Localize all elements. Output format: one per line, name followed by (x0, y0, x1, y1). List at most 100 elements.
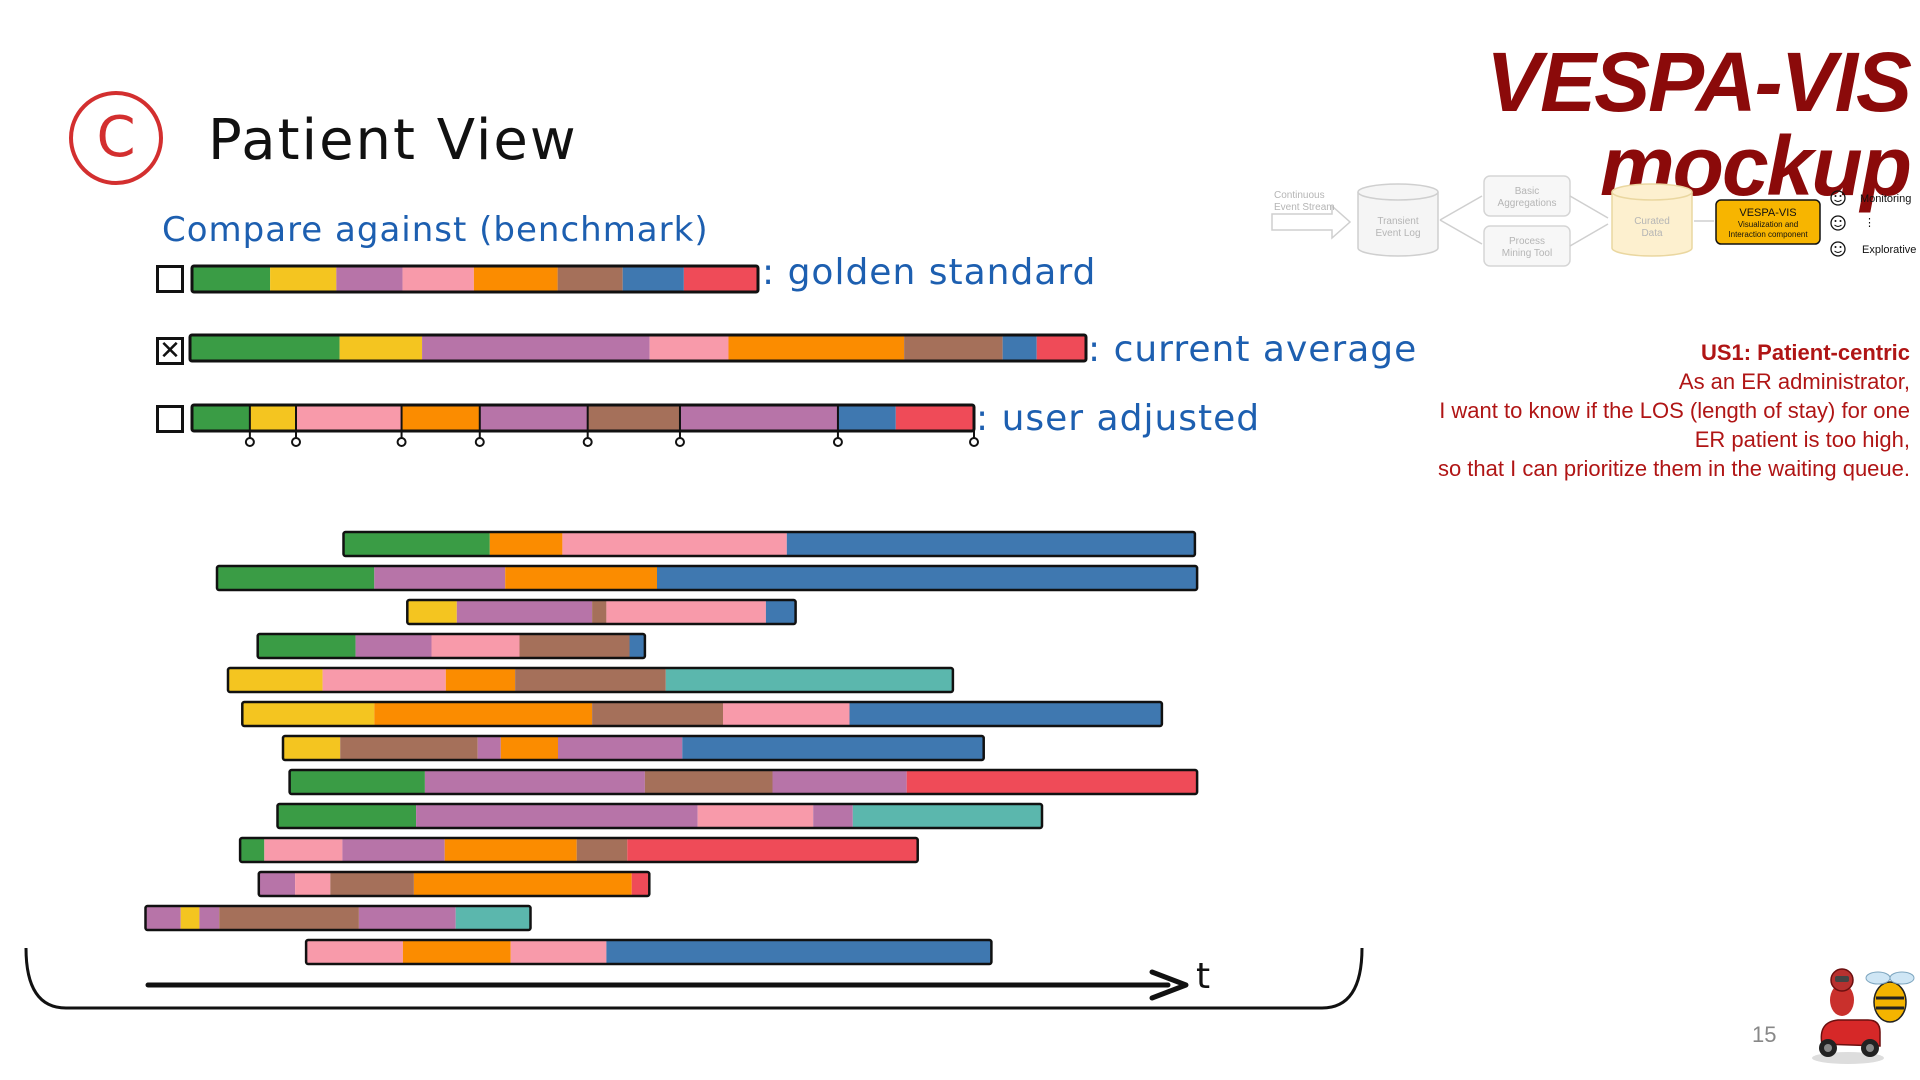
benchmark-segment (1036, 335, 1086, 361)
patient-stage-segment (180, 906, 200, 930)
adjust-handle[interactable] (582, 437, 593, 447)
patient-stage-segment (289, 770, 425, 794)
patient-bar-outline[interactable] (288, 768, 1199, 796)
patient-stage-segment (644, 770, 773, 794)
patient-stage-segment (562, 532, 787, 556)
patient-stage-segment (322, 668, 446, 692)
patient-bar-outline[interactable] (256, 632, 647, 660)
benchmark-segment (339, 335, 423, 361)
patient-stage-segment (199, 906, 220, 930)
benchmark-segment (336, 266, 403, 292)
benchmark-bar-outline (190, 264, 760, 294)
patient-stage-segment (813, 804, 853, 828)
benchmark-segment (192, 266, 271, 292)
pipeline-diagram: Continuous Event Stream Transient Event … (1271, 175, 1916, 267)
benchmark-segment (904, 335, 1003, 361)
patient-stage-segment (264, 838, 343, 862)
patient-stage-segment (416, 804, 698, 828)
patient-stage-segment (342, 838, 445, 862)
patient-stage-segment (295, 872, 331, 896)
benchmark-segment (401, 405, 480, 431)
curated-label-1: Curated (1634, 216, 1670, 227)
curated-data-cylinder: Curated Data (1611, 183, 1693, 257)
smiley-icon (1830, 215, 1846, 231)
adjust-handle[interactable] (832, 437, 843, 447)
current-average-label: : current average (1088, 329, 1418, 370)
patient-stage-segment (257, 634, 356, 658)
time-axis-label: t (1196, 956, 1210, 997)
adjust-handle[interactable] (396, 437, 407, 447)
timeline-brace (24, 947, 1364, 1010)
patient-stage-segment (431, 634, 520, 658)
log-label-2: Event Log (1375, 228, 1420, 239)
patient-stage-segment (477, 736, 501, 760)
patient-stage-segment (240, 838, 265, 862)
mode-ellipsis: ⋮ (1864, 217, 1875, 229)
patient-stage-segment (682, 736, 984, 760)
patient-stage-segment (657, 566, 1198, 590)
patient-stage-segment (456, 600, 593, 624)
patient-bar-outline[interactable] (215, 564, 1199, 592)
patient-stage-segment (340, 736, 478, 760)
benchmark-bar-outline (188, 333, 1088, 363)
patient-stage-segment (592, 600, 607, 624)
page-number: 15 (1752, 1022, 1777, 1047)
process-mining-box: Process Mining Tool (1483, 225, 1571, 267)
patient-bar-outline[interactable] (241, 700, 1164, 728)
benchmark-segment (270, 266, 337, 292)
event-log-cylinder: Transient Event Log (1357, 183, 1439, 257)
patient-stage-segment (489, 532, 563, 556)
smiley-icon (1830, 241, 1846, 257)
user-adjusted-checkbox[interactable] (156, 405, 184, 433)
patient-stage-segment (697, 804, 814, 828)
patient-stage-segment (283, 736, 341, 760)
user-story-line: ER patient is too high, (1694, 427, 1910, 452)
process-mining-label-2: Mining Tool (1502, 248, 1552, 259)
benchmark-bars (188, 264, 1088, 447)
explorative-label: Explorative (1862, 244, 1916, 256)
patient-stage-segment (500, 736, 558, 760)
adjust-handle[interactable] (474, 437, 485, 447)
current-average-checkbox[interactable]: ✕ (156, 337, 184, 365)
patient-bar-outline[interactable] (406, 598, 797, 626)
benchmark-segment (190, 335, 340, 361)
patient-stage-segment (330, 872, 414, 896)
patient-stage-segment (374, 702, 593, 726)
patient-stage-segment (217, 566, 375, 590)
user-story-title: US1: Patient-centric (1700, 340, 1910, 365)
user-story: US1: Patient-centric As an ER administra… (1330, 338, 1910, 483)
patient-bar-outline[interactable] (281, 734, 985, 762)
patient-bar-outline[interactable] (257, 870, 651, 898)
patient-bar-outline[interactable] (238, 836, 919, 864)
adjust-handle[interactable] (969, 437, 979, 447)
time-axis-arrowhead (1149, 969, 1189, 1001)
benchmark-segment (1002, 335, 1037, 361)
patient-stage-segment (228, 668, 323, 692)
golden-standard-checkbox[interactable] (156, 265, 184, 293)
patient-stage-segment (374, 566, 506, 590)
section-badge: C (66, 88, 166, 188)
monitoring-label: Monitoring (1860, 193, 1911, 205)
patient-bar-outline[interactable] (342, 530, 1197, 558)
patient-stage-segment (455, 906, 531, 930)
benchmark-segment (683, 266, 758, 292)
adjust-handle[interactable] (244, 437, 255, 447)
circle-icon (69, 91, 163, 185)
adjust-handle[interactable] (674, 437, 685, 447)
patient-stage-segment (592, 702, 723, 726)
patient-bar-outline[interactable] (226, 666, 955, 694)
patient-stage-segment (242, 702, 375, 726)
adjust-handle[interactable] (291, 437, 302, 447)
patient-stage-segment (631, 872, 650, 896)
benchmark-segment (473, 266, 558, 292)
patient-stage-segment (306, 940, 403, 964)
benchmark-segment (249, 405, 297, 431)
patient-bar-outline[interactable] (304, 938, 993, 966)
patient-stage-segment (576, 838, 628, 862)
patient-stage-segment (402, 940, 511, 964)
aggregations-label-2: Aggregations (1498, 198, 1557, 209)
slide-title: VESPA-VIS mockup (1486, 35, 1912, 213)
benchmark-segment (557, 266, 623, 292)
patient-bar-outline[interactable] (276, 802, 1044, 830)
patient-bar-outline[interactable] (144, 904, 532, 932)
